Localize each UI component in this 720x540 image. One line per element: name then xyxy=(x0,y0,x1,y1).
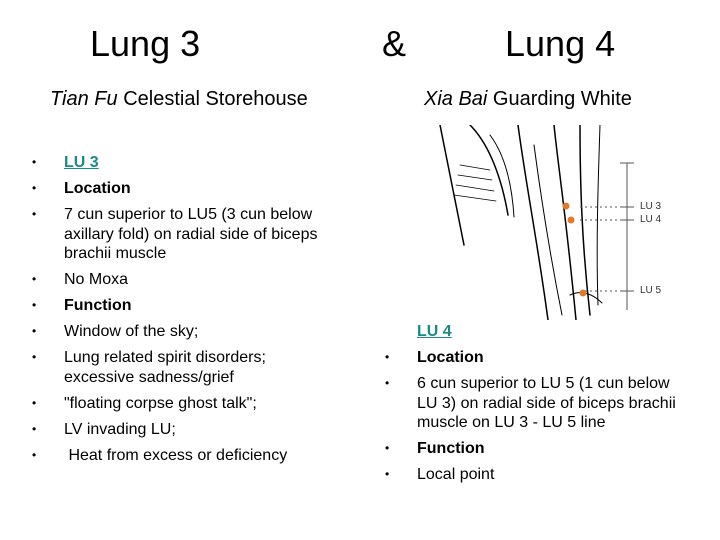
subtitle-lung-3-english: Celestial Storehouse xyxy=(117,88,308,110)
figure-label-lu4: LU 4 xyxy=(640,214,662,225)
lu5-point-marker xyxy=(579,289,587,297)
subtitle-lung-4: Xia Bai Guarding White xyxy=(424,86,632,112)
title-ampersand: & xyxy=(382,23,407,64)
lu4-point-marker xyxy=(567,216,575,224)
list-item: •Location xyxy=(32,180,131,197)
lu4-function-label: Function xyxy=(417,440,485,457)
list-item: • Heat from excess or deficiency xyxy=(32,446,288,464)
lu3-function-label: Function xyxy=(64,297,132,314)
lu4-bullet-list: •Location •6 cun superior to LU 5 (1 cun… xyxy=(385,348,679,491)
list-item: •Lung related spirit disorders; excessiv… xyxy=(32,349,266,386)
subtitle-lung-4-pinyin: Xia Bai xyxy=(424,88,488,110)
lu3-heading: LU 3 xyxy=(64,154,99,171)
subtitle-lung-3: Tian Fu Celestial Storehouse xyxy=(50,86,308,112)
list-item: •No Moxa xyxy=(32,271,129,288)
figure-label-lu3: LU 3 xyxy=(640,201,662,212)
list-item: •Local point xyxy=(385,466,495,483)
list-item: •Function xyxy=(32,297,132,314)
figure-label-lu5: LU 5 xyxy=(640,285,662,296)
list-item: •7 cun superior to LU5 (3 cun below axil… xyxy=(32,206,318,262)
subtitle-lung-3-pinyin: Tian Fu xyxy=(50,88,118,110)
list-item: •Function xyxy=(385,440,485,457)
lu3-function-lv: LV invading LU; xyxy=(64,420,176,438)
lu3-point-marker xyxy=(562,202,570,210)
lu4-local-point: Local point xyxy=(417,466,495,483)
arm-illustration: LU 3 LU 4 LU 5 xyxy=(439,125,662,320)
list-item: •Window of the sky; xyxy=(32,323,199,340)
lu4-location-text: 6 cun superior to LU 5 (1 cun below LU 3… xyxy=(417,375,676,431)
list-item: •"floating corpse ghost talk"; xyxy=(32,394,257,412)
list-item: •Location xyxy=(385,349,484,366)
list-item: •LU 3 xyxy=(32,154,99,171)
list-item: •LV invading LU; xyxy=(32,420,176,438)
lu3-no-moxa: No Moxa xyxy=(64,271,129,288)
title-lung-3: Lung 3 xyxy=(90,23,201,64)
lu3-bullet-list: •LU 3 •Location •7 cun superior to LU5 (… xyxy=(32,153,339,472)
lu3-function-heat: Heat from excess or deficiency xyxy=(64,446,288,464)
list-item: •6 cun superior to LU 5 (1 cun below LU … xyxy=(385,375,676,431)
lu3-function-ghost-talk: "floating corpse ghost talk"; xyxy=(64,394,257,412)
lu3-location-label: Location xyxy=(64,180,131,197)
lu3-function-window: Window of the sky; xyxy=(64,323,199,340)
lu3-location-text: 7 cun superior to LU5 (3 cun below axill… xyxy=(64,206,318,262)
lu4-location-label: Location xyxy=(417,349,484,366)
title-lung-4: Lung 4 xyxy=(505,23,616,64)
lu3-function-spirit: Lung related spirit disorders; excessive… xyxy=(64,349,266,386)
subtitle-lung-4-english: Guarding White xyxy=(487,88,632,110)
lu4-heading: LU 4 xyxy=(417,323,452,340)
